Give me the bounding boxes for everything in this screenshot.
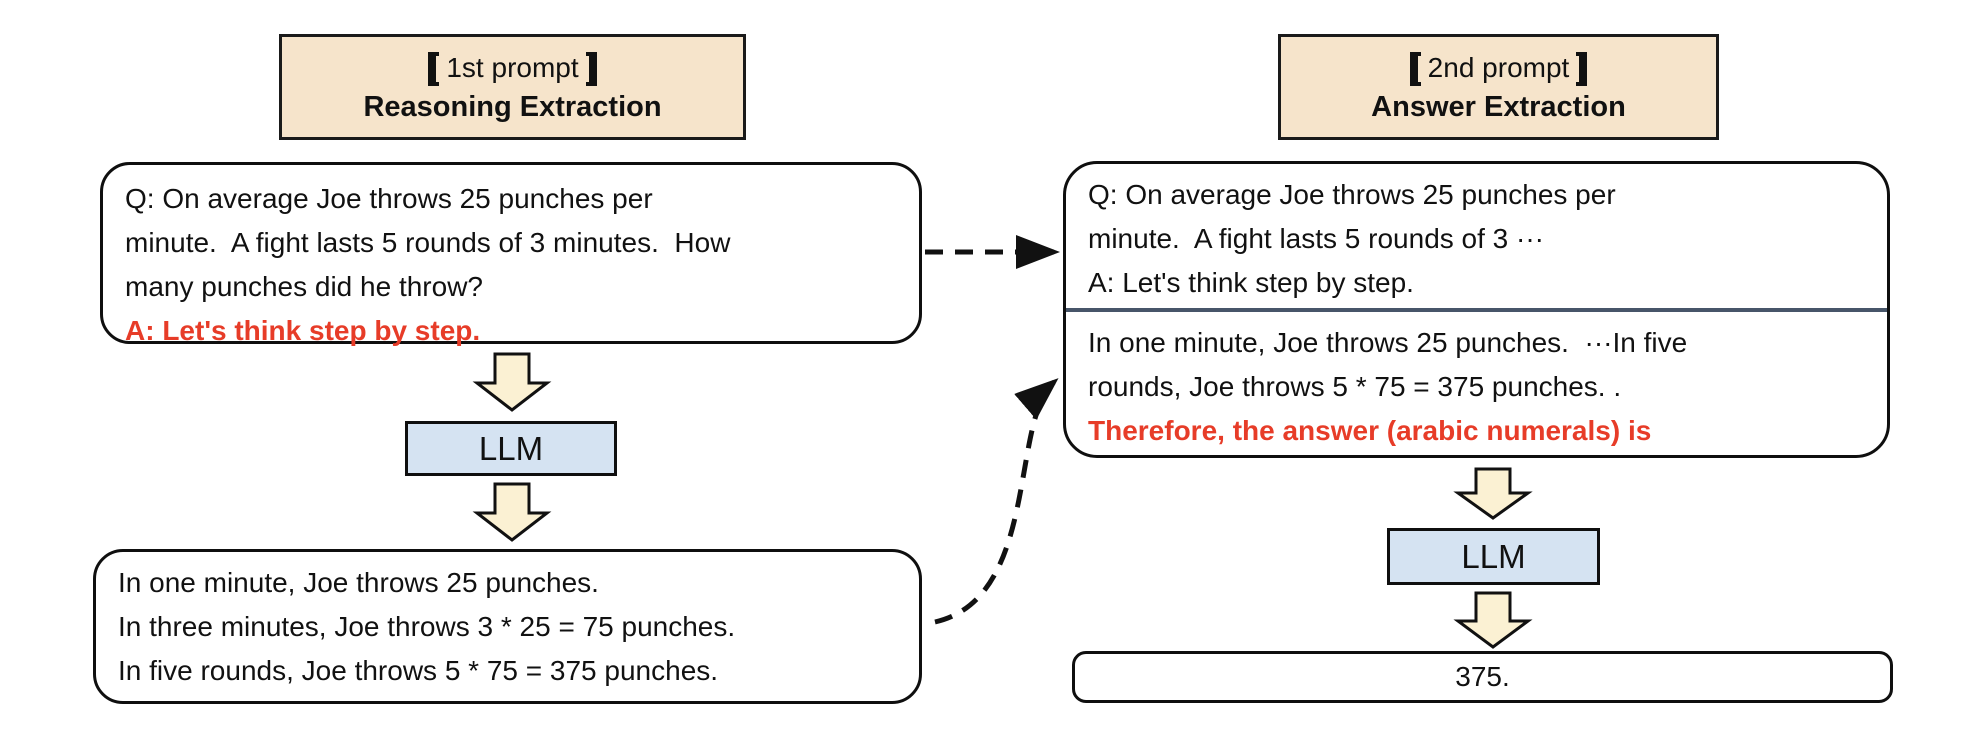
dashed-arrow-reasoning-copy <box>934 378 1059 625</box>
stage2-header-subtitle: Answer Extraction <box>1371 90 1626 123</box>
stage2-header: 2nd prompt Answer Extraction <box>1278 34 1719 140</box>
stage1-reasoning-text: In one minute, Joe throws 25 punches. In… <box>118 567 736 686</box>
stage1-prompt-box: Q: On average Joe throws 25 punches per … <box>100 162 922 346</box>
stage1-header-subtitle: Reasoning Extraction <box>363 90 662 123</box>
stage2-header-label: 2nd prompt <box>1409 51 1588 86</box>
stage1-header-title: 1st prompt <box>446 51 579 83</box>
lens-bracket-close-icon <box>1576 51 1588 86</box>
flow-arrow-down-icon <box>1453 467 1533 520</box>
stage1-header-label: 1st prompt <box>428 51 597 86</box>
stage1-output-box: In one minute, Joe throws 25 punches. In… <box>93 549 922 704</box>
stage2-reasoning-text: In one minute, Joe throws 25 punches. ··… <box>1088 327 1688 402</box>
section-divider <box>1066 308 1887 312</box>
stage1-llm-box: LLM <box>405 421 617 476</box>
lens-bracket-open-icon <box>428 51 440 86</box>
stage2-header-title: 2nd prompt <box>1427 51 1570 83</box>
lens-bracket-open-icon <box>1409 51 1421 86</box>
flow-arrow-down-icon <box>1453 591 1533 649</box>
stage1-question-text: Q: On average Joe throws 25 punches per … <box>125 183 731 302</box>
stage2-prompt-box: Q: On average Joe throws 25 punches per … <box>1063 161 1890 458</box>
final-answer-text: 375. <box>1455 661 1510 692</box>
stage2-question-text: Q: On average Joe throws 25 punches per … <box>1088 179 1616 298</box>
stage2-llm-box: LLM <box>1387 528 1600 585</box>
flow-arrow-down-icon <box>472 482 552 542</box>
stage2-llm-label: LLM <box>1461 537 1526 575</box>
stage1-cot-trigger-text: A: Let's think step by step. <box>125 315 481 346</box>
stage2-answer-trigger-text: Therefore, the answer (arabic numerals) … <box>1088 415 1652 446</box>
flow-arrow-down-icon <box>472 352 552 412</box>
stage1-llm-label: LLM <box>478 429 544 467</box>
final-answer-box: 375. <box>1072 651 1893 703</box>
stage1-header: 1st prompt Reasoning Extraction <box>279 34 746 140</box>
lens-bracket-close-icon <box>585 51 597 86</box>
